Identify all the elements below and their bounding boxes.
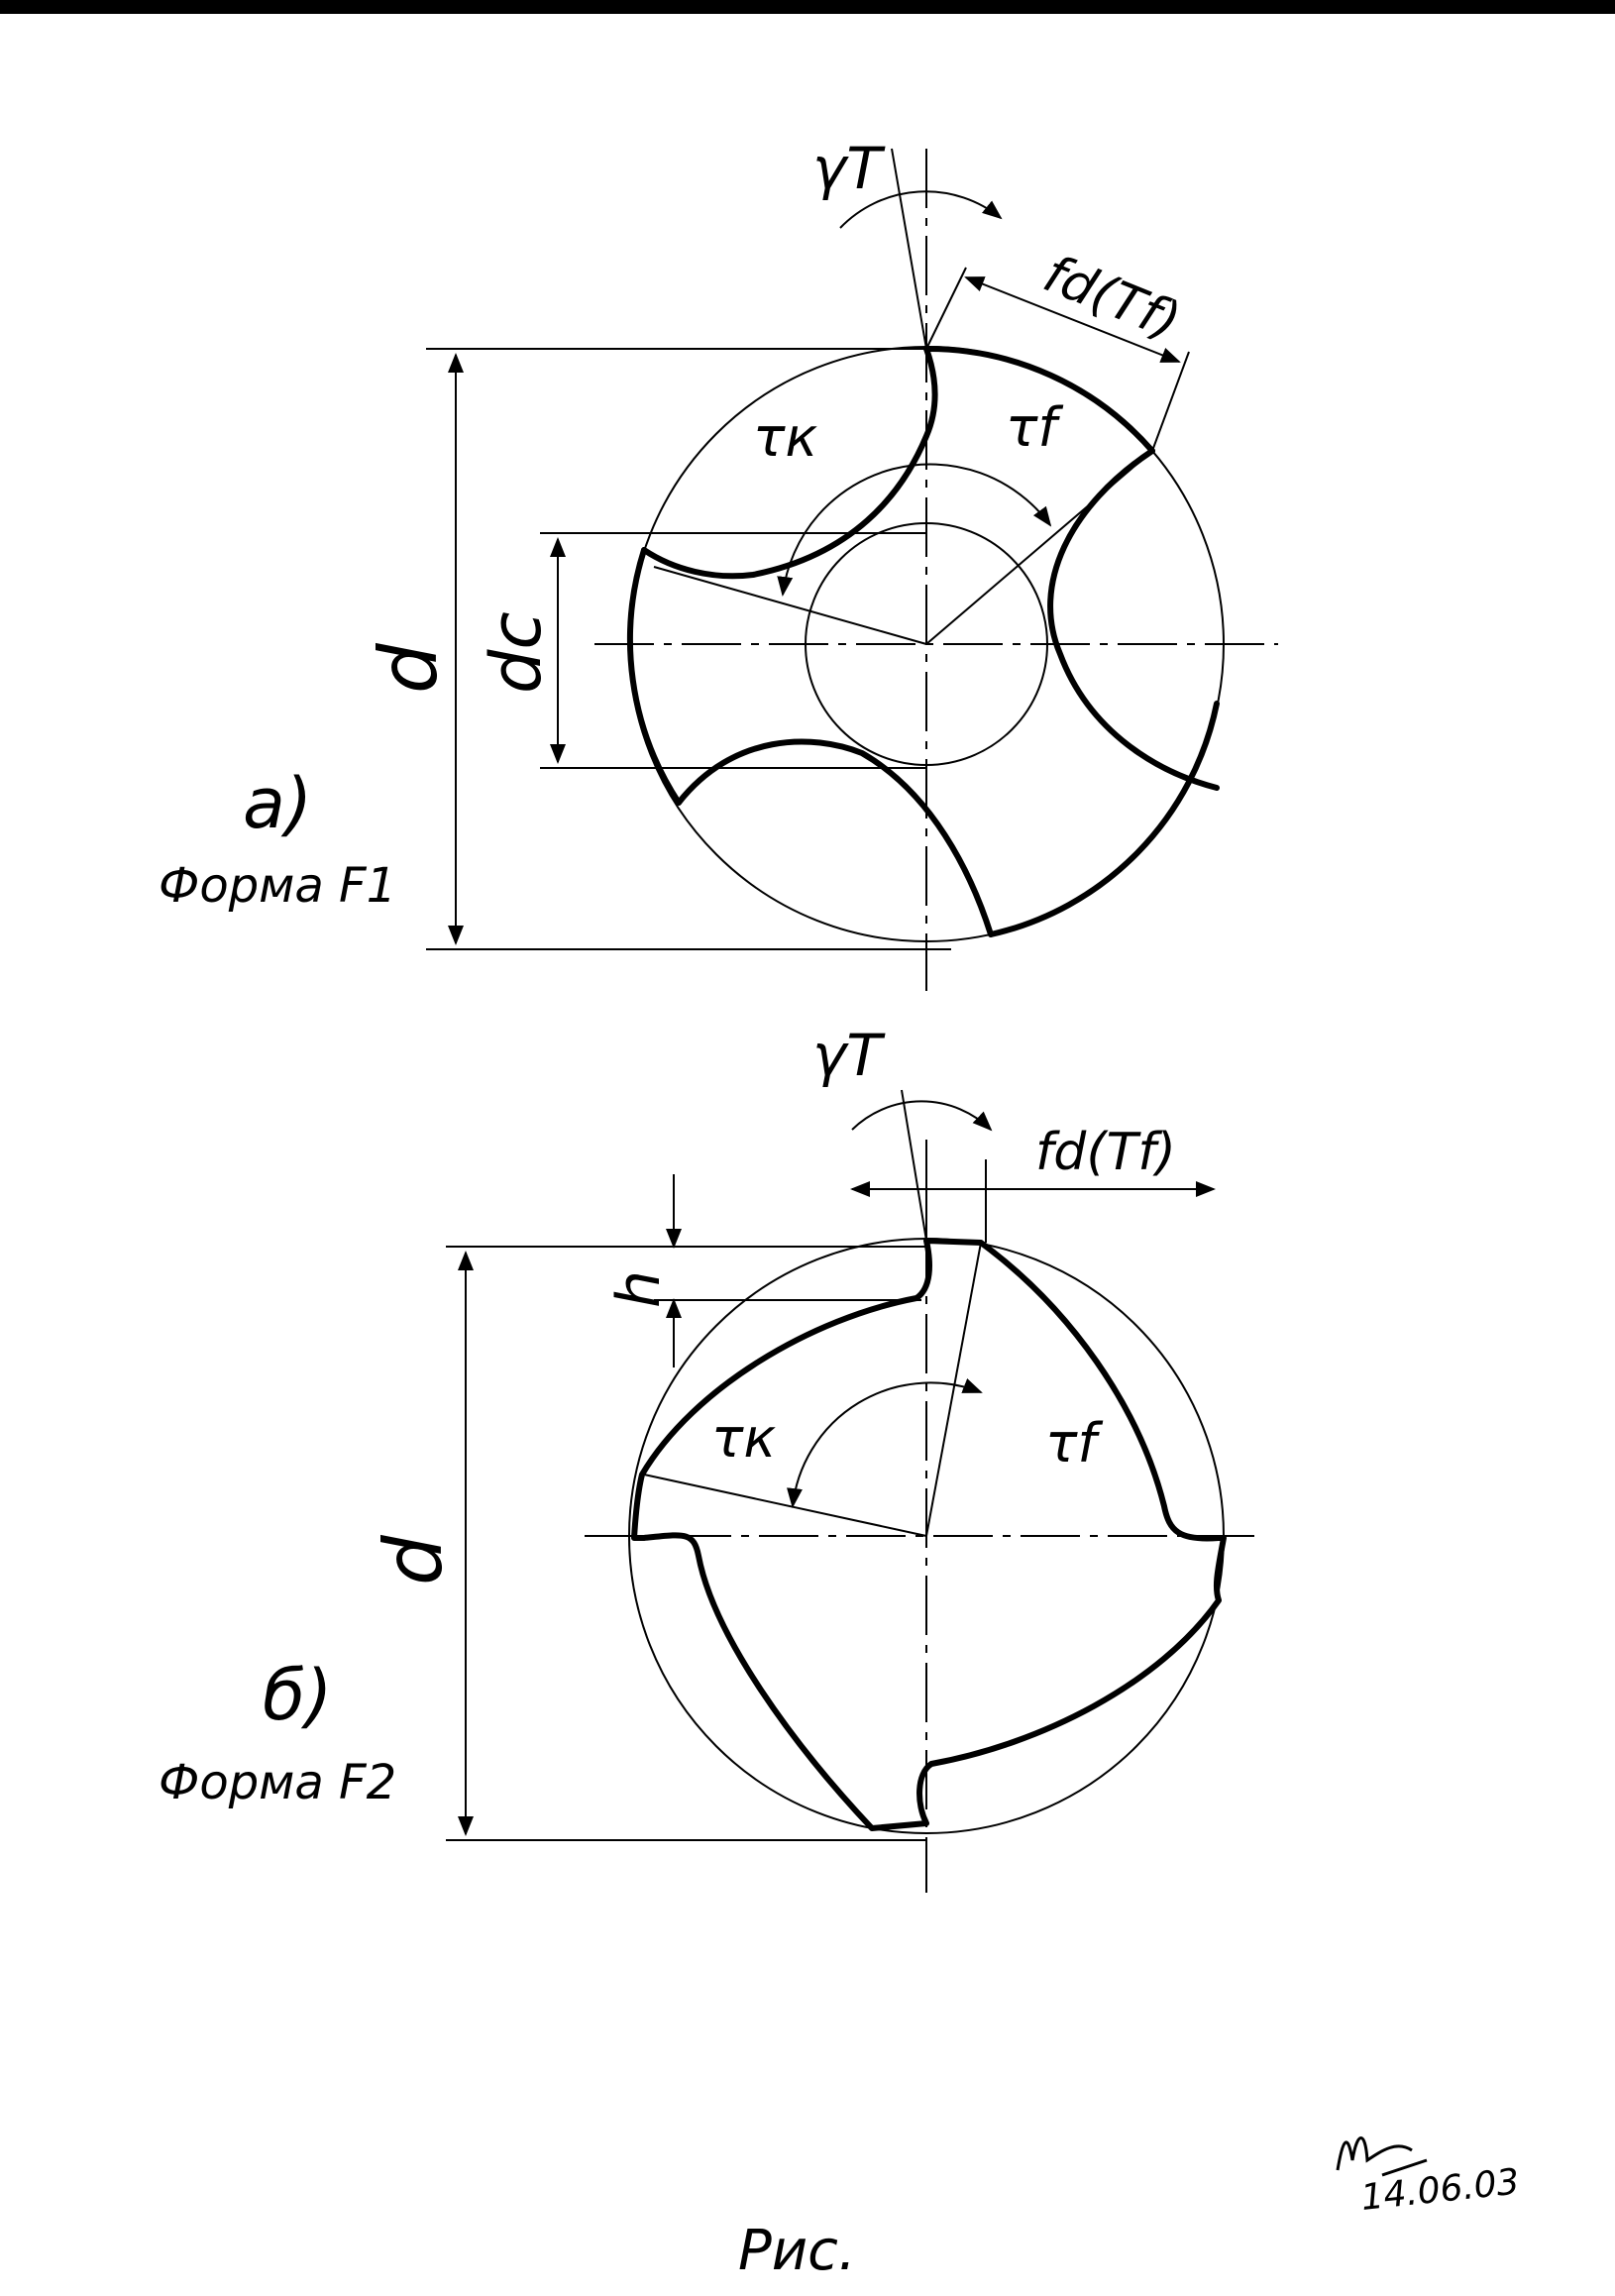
signature-mark <box>1336 2136 1428 2177</box>
fig-a-land-top <box>923 345 1155 454</box>
fig-a-fd-ext-1 <box>925 267 967 350</box>
fig-b-gamma-arc <box>851 1100 993 1132</box>
fig-a-flute-bottom <box>676 738 994 937</box>
fig-a-tauk-label: τк <box>753 406 818 469</box>
fig-a-rake-line <box>891 148 927 350</box>
fig-b-tau-arc <box>787 1378 983 1508</box>
fig-a-tau-arc <box>777 463 1052 597</box>
fig-b-form-label: Форма F2 <box>159 1755 396 1810</box>
fig-b-gamma-label: γT <box>812 1022 886 1089</box>
fig-a-dc-label: dc <box>476 611 557 694</box>
fig-a-land-right <box>988 701 1220 937</box>
fig-a-tauf-label: τf <box>1006 396 1064 459</box>
fig-a-label: а) <box>243 763 312 844</box>
figure-a: d dc γT fd(Tf) τк τf а) Форма F1 <box>159 135 1278 991</box>
fig-b-h-label: h <box>604 1270 674 1308</box>
fig-b-tauf-label: τf <box>1045 1412 1104 1475</box>
fig-a-d-label: d <box>363 642 455 694</box>
fig-a-flute-right <box>1047 448 1220 791</box>
fig-b-radial-left <box>643 1474 927 1537</box>
fig-b-rake-line <box>901 1089 927 1242</box>
fig-a-radial-right <box>925 450 1153 645</box>
fig-a-gamma-arc <box>839 190 1003 229</box>
fig-b-tauk-label: τк <box>711 1407 777 1470</box>
top-border <box>0 0 1615 14</box>
fig-b-profile <box>631 1238 1227 1831</box>
figure-b: d h γT fd(Tf) τк τf б) Форма F2 <box>159 1022 1263 1893</box>
signature-date: 14.06.03 <box>1359 2161 1522 2219</box>
fig-a-fd-dim-line <box>964 276 1181 363</box>
fig-a-gamma-label: γT <box>812 135 886 202</box>
fig-b-d-label: d <box>368 1534 460 1585</box>
fig-a-land-left <box>627 547 682 806</box>
fig-a-form-label: Форма F1 <box>159 858 396 914</box>
fig-b-label: б) <box>263 1655 332 1736</box>
fig-a-radial-left <box>653 566 927 645</box>
fig-b-fd-label: fd(Tf) <box>1035 1123 1176 1182</box>
fig-a-fd-ext-2 <box>1151 351 1190 452</box>
figure-caption: Рис. <box>738 2219 856 2283</box>
